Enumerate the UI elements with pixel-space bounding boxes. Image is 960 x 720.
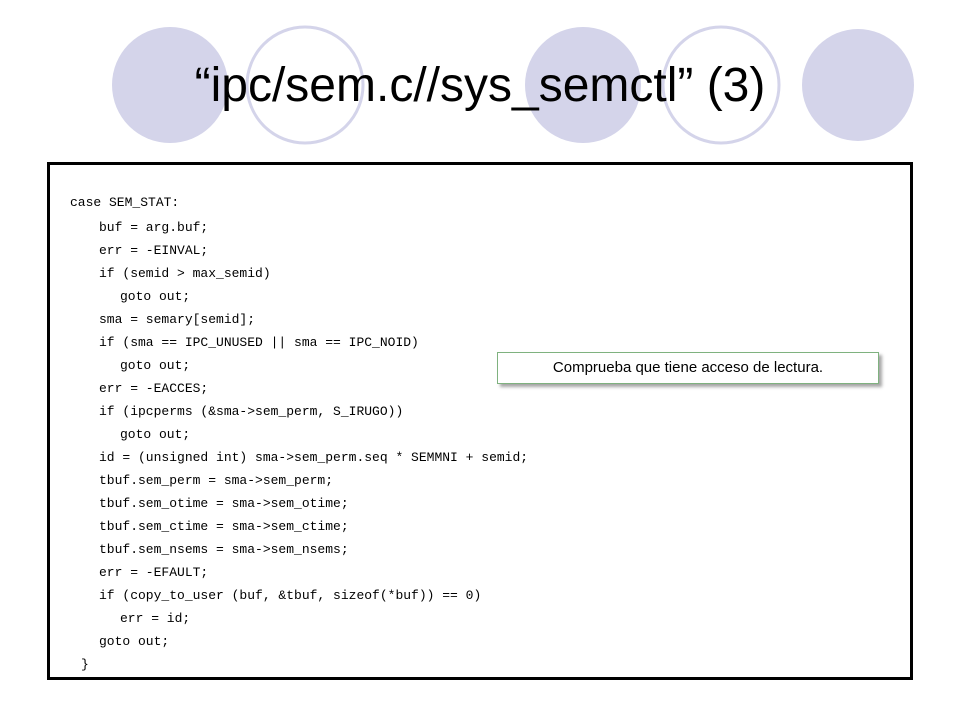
code-line: tbuf.sem_ctime = sma->sem_ctime; xyxy=(99,519,349,534)
code-line: if (copy_to_user (buf, &tbuf, sizeof(*bu… xyxy=(99,588,482,603)
decor-circle-5 xyxy=(802,29,914,141)
code-line: buf = arg.buf; xyxy=(99,220,209,235)
code-line: err = -EFAULT; xyxy=(99,565,209,580)
code-line: } xyxy=(81,657,89,672)
code-line: err = -EACCES; xyxy=(99,381,209,396)
code-line: id = (unsigned int) sma->sem_perm.seq * … xyxy=(99,450,529,465)
code-line: err = id; xyxy=(120,611,191,626)
slide-title: “ipc/sem.c//sys_semctl” (3) xyxy=(194,59,766,112)
decor-circle-4 xyxy=(661,25,781,145)
code-line: if (semid > max_semid) xyxy=(99,266,271,281)
code-line: goto out; xyxy=(120,427,191,442)
code-line: err = -EINVAL; xyxy=(99,243,209,258)
code-line: tbuf.sem_perm = sma->sem_perm; xyxy=(99,473,334,488)
code-line: goto out; xyxy=(120,358,191,373)
decor-circle-3 xyxy=(525,27,641,143)
code-line: if (ipcperms (&sma->sem_perm, S_IRUGO)) xyxy=(99,404,404,419)
code-block: case SEM_STAT: buf = arg.buf; err = -EIN… xyxy=(47,162,913,680)
code-line: goto out; xyxy=(120,289,191,304)
code-line: if (sma == IPC_UNUSED || sma == IPC_NOID… xyxy=(99,335,419,350)
code-line: goto out; xyxy=(99,634,170,649)
code-line: case SEM_STAT: xyxy=(70,195,180,210)
code-line: sma = semary[semid]; xyxy=(99,312,256,327)
code-line: tbuf.sem_otime = sma->sem_otime; xyxy=(99,496,349,511)
code-line: tbuf.sem_nsems = sma->sem_nsems; xyxy=(99,542,349,557)
annotation-callout: Comprueba que tiene acceso de lectura. xyxy=(497,352,879,384)
decor-circle-1 xyxy=(112,27,228,143)
decor-circle-2 xyxy=(245,25,365,145)
